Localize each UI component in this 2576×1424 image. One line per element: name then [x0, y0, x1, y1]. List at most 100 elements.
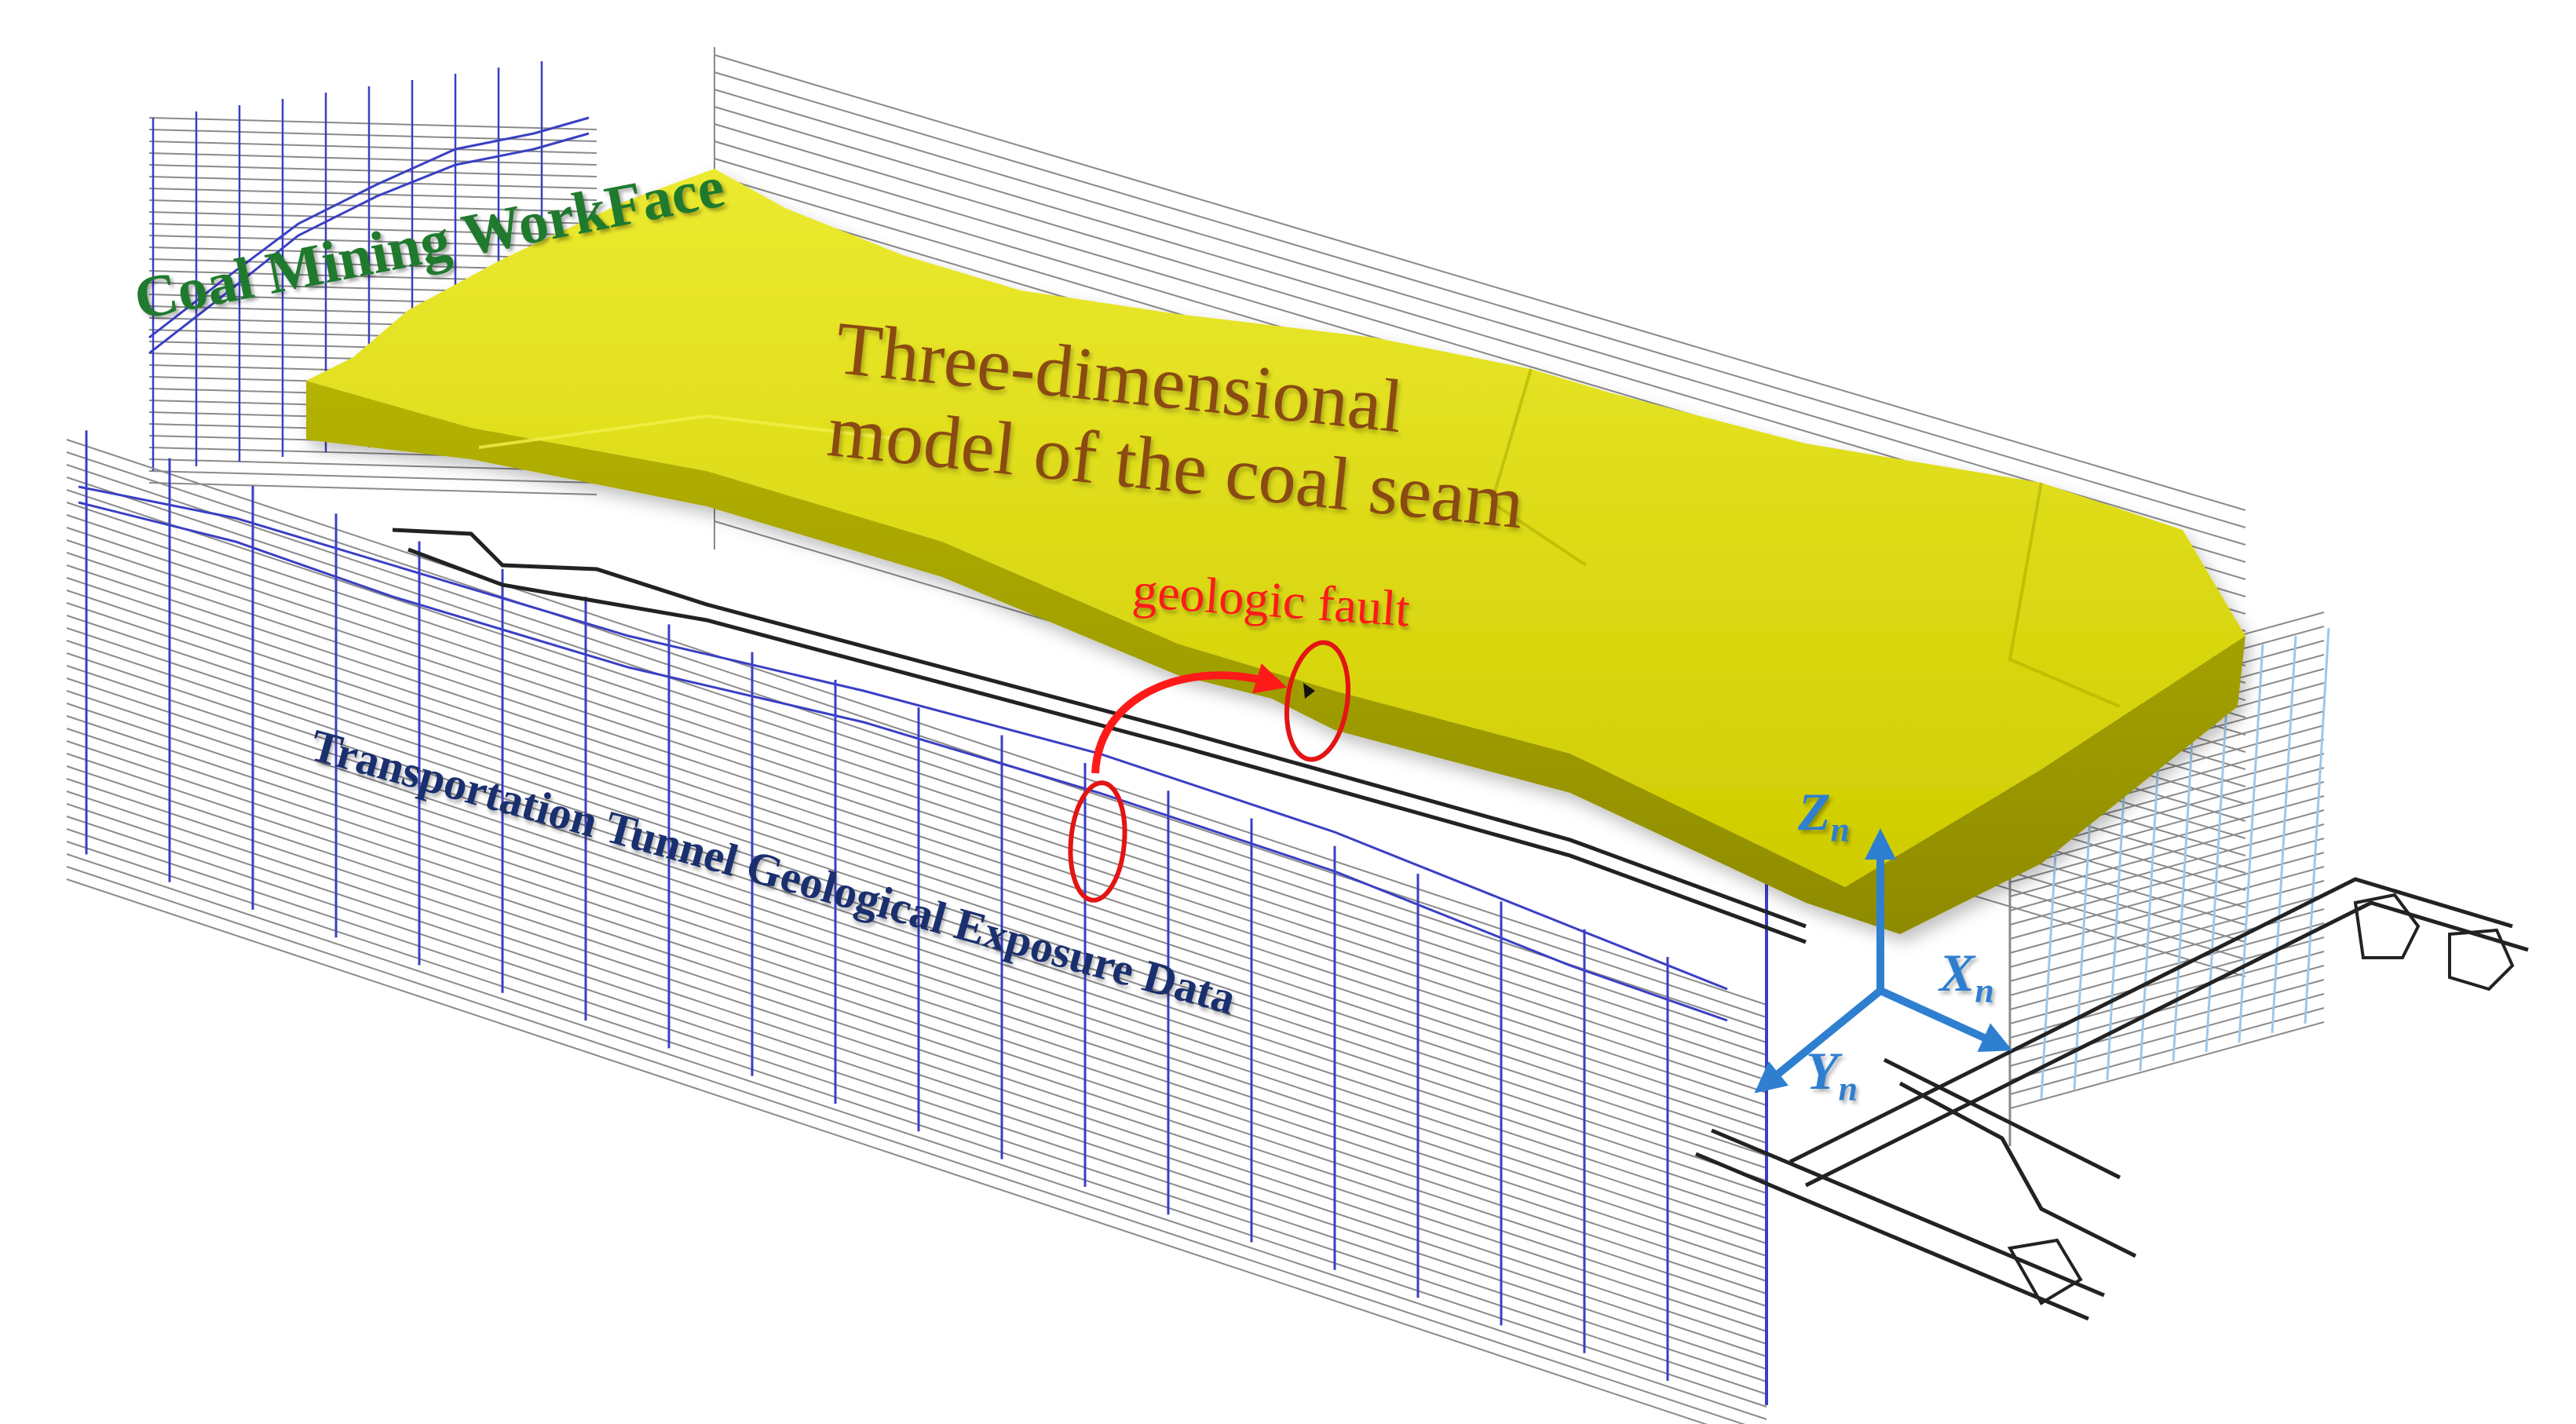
axis-y-subscript: n — [1838, 1069, 1858, 1108]
tunnel-profile-line — [66, 878, 1708, 1424]
right-profile-line — [2009, 781, 2325, 869]
tunnel-profile-line — [66, 564, 1767, 1131]
tunnel-profile-line — [66, 652, 1767, 1219]
tunnel-profile-line — [66, 627, 1767, 1194]
tunnel-profile-line — [66, 640, 1767, 1207]
back-profile-line — [714, 71, 2246, 528]
workface-profile-line — [148, 141, 597, 154]
coal-seam-fold-1 — [1489, 368, 1588, 567]
right-profile-line — [2009, 880, 2325, 968]
fault-ellipse-tunnel — [1068, 780, 1127, 903]
fault-markers — [1068, 640, 1351, 903]
tunnel-network — [392, 528, 2529, 1321]
right-profile-line — [2009, 795, 2325, 883]
fault-arrow — [1091, 663, 1288, 774]
right-profile-line — [2009, 1021, 2325, 1109]
tunnel-profile-line — [66, 476, 1767, 1043]
tunnel-profile-line — [66, 677, 1767, 1244]
right-profile-line — [2009, 1007, 2325, 1095]
tunnel-profile-line — [66, 866, 1746, 1424]
tunnel-profile-line — [66, 502, 1767, 1068]
tunnel-profile-line — [66, 590, 1767, 1156]
right-profile-line — [2009, 979, 2325, 1067]
tunnel-profile-line — [66, 514, 1767, 1081]
right-profile-line — [2009, 894, 2325, 982]
workface-profile-line — [148, 470, 597, 484]
tunnel-profile-line — [66, 451, 1767, 1018]
workface-seam-trace — [148, 132, 590, 355]
tunnel-profile-line — [66, 539, 1767, 1106]
axis-x-subscript: n — [1975, 971, 1994, 1010]
right-profile-line — [2009, 838, 2325, 926]
back-profile-line — [714, 89, 2246, 546]
tunnel-loop-2 — [2448, 928, 2515, 991]
tunnel-profile-line — [66, 690, 1767, 1257]
workface-profile-line — [148, 176, 597, 189]
tunnel-profile-line — [66, 665, 1767, 1232]
workface-profile-line — [148, 152, 597, 166]
tunnel-profile-line — [66, 778, 1767, 1345]
workface-profile-line — [148, 164, 597, 177]
tunnel-seam-trace — [78, 485, 1728, 991]
workface-profile-line — [148, 188, 597, 201]
axis-z-subscript: n — [1830, 810, 1851, 849]
right-profile-line — [2009, 809, 2325, 897]
tunnel-cross-2 — [1804, 900, 2529, 1188]
tunnel-profile-line — [66, 816, 1767, 1382]
axis-x-line — [1878, 987, 2013, 1052]
right-borehole — [2271, 635, 2297, 1034]
tunnel-profile-line — [66, 552, 1767, 1119]
tunnel-profile-line — [66, 765, 1767, 1332]
tunnel-profile-line — [66, 728, 1767, 1294]
tunnel-profile-line — [66, 753, 1767, 1320]
coordinate-axes — [1754, 828, 2013, 1094]
right-profile-line — [2009, 965, 2325, 1053]
workface-profile-line — [148, 117, 597, 130]
axis-y-line — [1754, 988, 1884, 1094]
right-borehole — [2304, 627, 2330, 1024]
right-profile-line — [2009, 951, 2325, 1039]
right-profile-line — [2009, 922, 2325, 1010]
workface-profile-line — [148, 235, 597, 248]
tunnel-profile-line — [66, 740, 1767, 1307]
tunnel-profile-line — [66, 791, 1767, 1357]
tunnel-seam-trace — [78, 501, 1728, 1022]
coal-seam-fold-2 — [2008, 482, 2121, 708]
fault-ellipse-seam — [1284, 640, 1351, 762]
tunnel-path-front — [392, 528, 1807, 929]
tunnel-profile-line — [66, 841, 1767, 1408]
axis-y-label: Yn — [1806, 1044, 1858, 1107]
workface-profile-line — [148, 223, 597, 236]
tunnel-profile-line — [66, 577, 1767, 1144]
tunnel-profile-line — [66, 527, 1767, 1094]
tunnel-cross-4 — [1695, 1152, 2089, 1321]
tunnel-profile-line — [66, 602, 1767, 1169]
right-profile-line — [2009, 852, 2325, 940]
workface-profile-line — [148, 199, 597, 213]
axis-x-label: Xn — [1939, 946, 1994, 1009]
back-profile-line — [714, 54, 2246, 511]
axis-z-letter: Z — [1798, 782, 1831, 842]
right-profile-line — [2009, 993, 2325, 1081]
workface-profile-line — [148, 482, 597, 495]
coal-seam-fold-3 — [478, 414, 904, 449]
tunnel-branch-1 — [1898, 1081, 2137, 1258]
tunnel-loop-3 — [2007, 1238, 2083, 1305]
tunnel-profile-line — [66, 803, 1767, 1370]
tunnel-profile-line — [66, 615, 1767, 1181]
tunnel-profile-line — [66, 464, 1767, 1031]
axis-x-letter: X — [1939, 943, 1975, 1002]
tunnel-path-front-parallel — [407, 547, 1807, 944]
fault-tip-marker — [1303, 683, 1315, 699]
tunnel-cross-3 — [1711, 1128, 2105, 1298]
right-profile-line — [2009, 908, 2325, 996]
tunnel-profile-line — [66, 489, 1767, 1056]
workface-seam-trace — [148, 116, 590, 339]
tunnel-profile-line — [66, 853, 1767, 1420]
coal-seam-side — [306, 381, 2245, 934]
tunnel-profile-line — [66, 828, 1767, 1395]
tunnel-cross-5 — [1883, 1057, 2121, 1180]
tunnel-profile-line — [66, 715, 1767, 1282]
axis-y-letter: Y — [1806, 1041, 1839, 1101]
